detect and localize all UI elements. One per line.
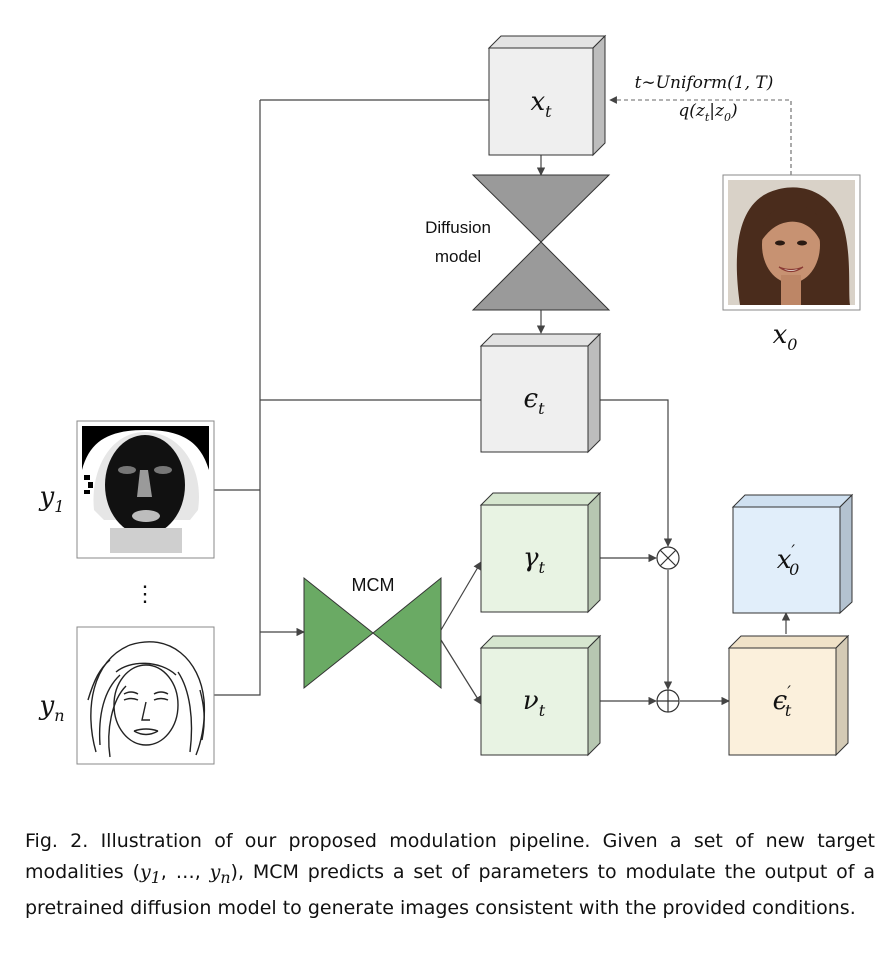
xt-box — [487, 34, 607, 157]
diffusion-model-shape — [471, 174, 611, 311]
diffusion-label-line2: model — [435, 247, 481, 266]
connector-lines — [214, 99, 791, 706]
eps-label: ϵt — [524, 384, 546, 418]
mcm-shape — [303, 576, 442, 690]
multiply-operator — [656, 546, 680, 570]
y1-segmentation-image — [76, 420, 215, 559]
yn-label: yn — [38, 691, 64, 725]
vertical-ellipsis: ⋮ — [134, 581, 156, 606]
nu-label: νt — [523, 686, 546, 720]
sampling-dashed-arrow — [609, 96, 792, 175]
sampling-q-label: q(zt|z0) — [678, 101, 737, 124]
x0-prime-label: x′0 — [777, 541, 800, 579]
x0-label: x0 — [773, 320, 798, 354]
eps-prime-box — [727, 634, 850, 757]
gamma-label: γt — [523, 543, 546, 577]
eps-prime-label: ϵ′t — [773, 682, 792, 720]
add-operator — [656, 689, 680, 713]
diagram-canvas: Diffusion model MCM xt ϵt γt νt x′0 ϵ′t … — [38, 34, 861, 765]
gamma-box — [479, 491, 602, 614]
y1-label: y1 — [39, 482, 65, 516]
sampling-uniform-label: t∼Uniform(1, T) — [635, 73, 774, 93]
figure-caption: Fig. 2. Illustration of our proposed mod… — [25, 830, 875, 919]
x0-prime-box — [731, 493, 854, 615]
nu-box — [479, 634, 602, 757]
xt-label: xt — [530, 87, 552, 121]
eps-box — [479, 332, 602, 454]
x0-face-photo — [722, 174, 861, 311]
yn-sketch-image — [76, 626, 215, 765]
diffusion-label-line1: Diffusion — [425, 218, 491, 237]
mcm-label: MCM — [352, 575, 395, 595]
